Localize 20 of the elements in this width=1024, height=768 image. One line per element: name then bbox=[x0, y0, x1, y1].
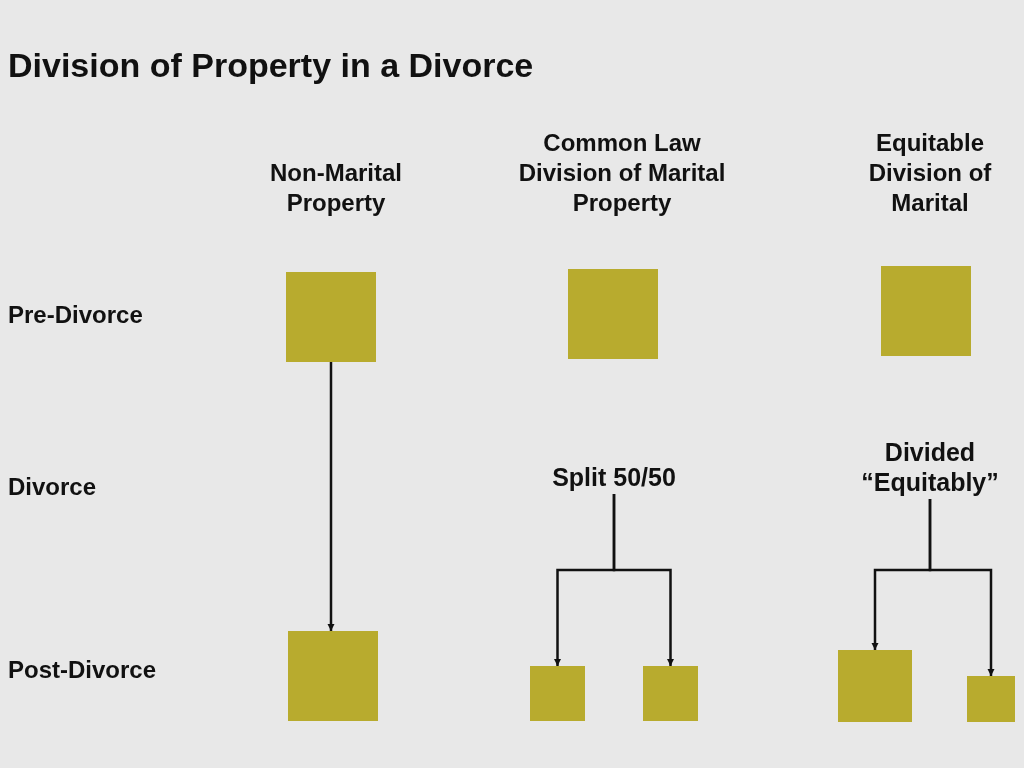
column-heading: Equitable Division of Marital bbox=[867, 128, 993, 218]
property-square bbox=[967, 676, 1015, 722]
arrow bbox=[928, 499, 995, 676]
row-label: Post-Divorce bbox=[8, 655, 158, 685]
property-square bbox=[530, 666, 585, 721]
arrow bbox=[327, 362, 335, 631]
property-square bbox=[643, 666, 698, 721]
property-square bbox=[838, 650, 912, 722]
row-label: Pre-Divorce bbox=[8, 300, 144, 330]
property-square bbox=[881, 266, 971, 356]
column-heading: Common Law Division of Marital Property bbox=[517, 128, 727, 218]
division-label: Divided “Equitably” bbox=[840, 437, 1020, 499]
property-square bbox=[288, 631, 378, 721]
property-square bbox=[568, 269, 658, 359]
property-square bbox=[286, 272, 376, 362]
title: Division of Property in a Divorce bbox=[8, 46, 534, 85]
row-label: Divorce bbox=[8, 472, 98, 502]
arrow bbox=[612, 494, 674, 666]
division-label: Split 50/50 bbox=[524, 462, 704, 494]
column-heading: Non-Marital Property bbox=[269, 158, 403, 218]
